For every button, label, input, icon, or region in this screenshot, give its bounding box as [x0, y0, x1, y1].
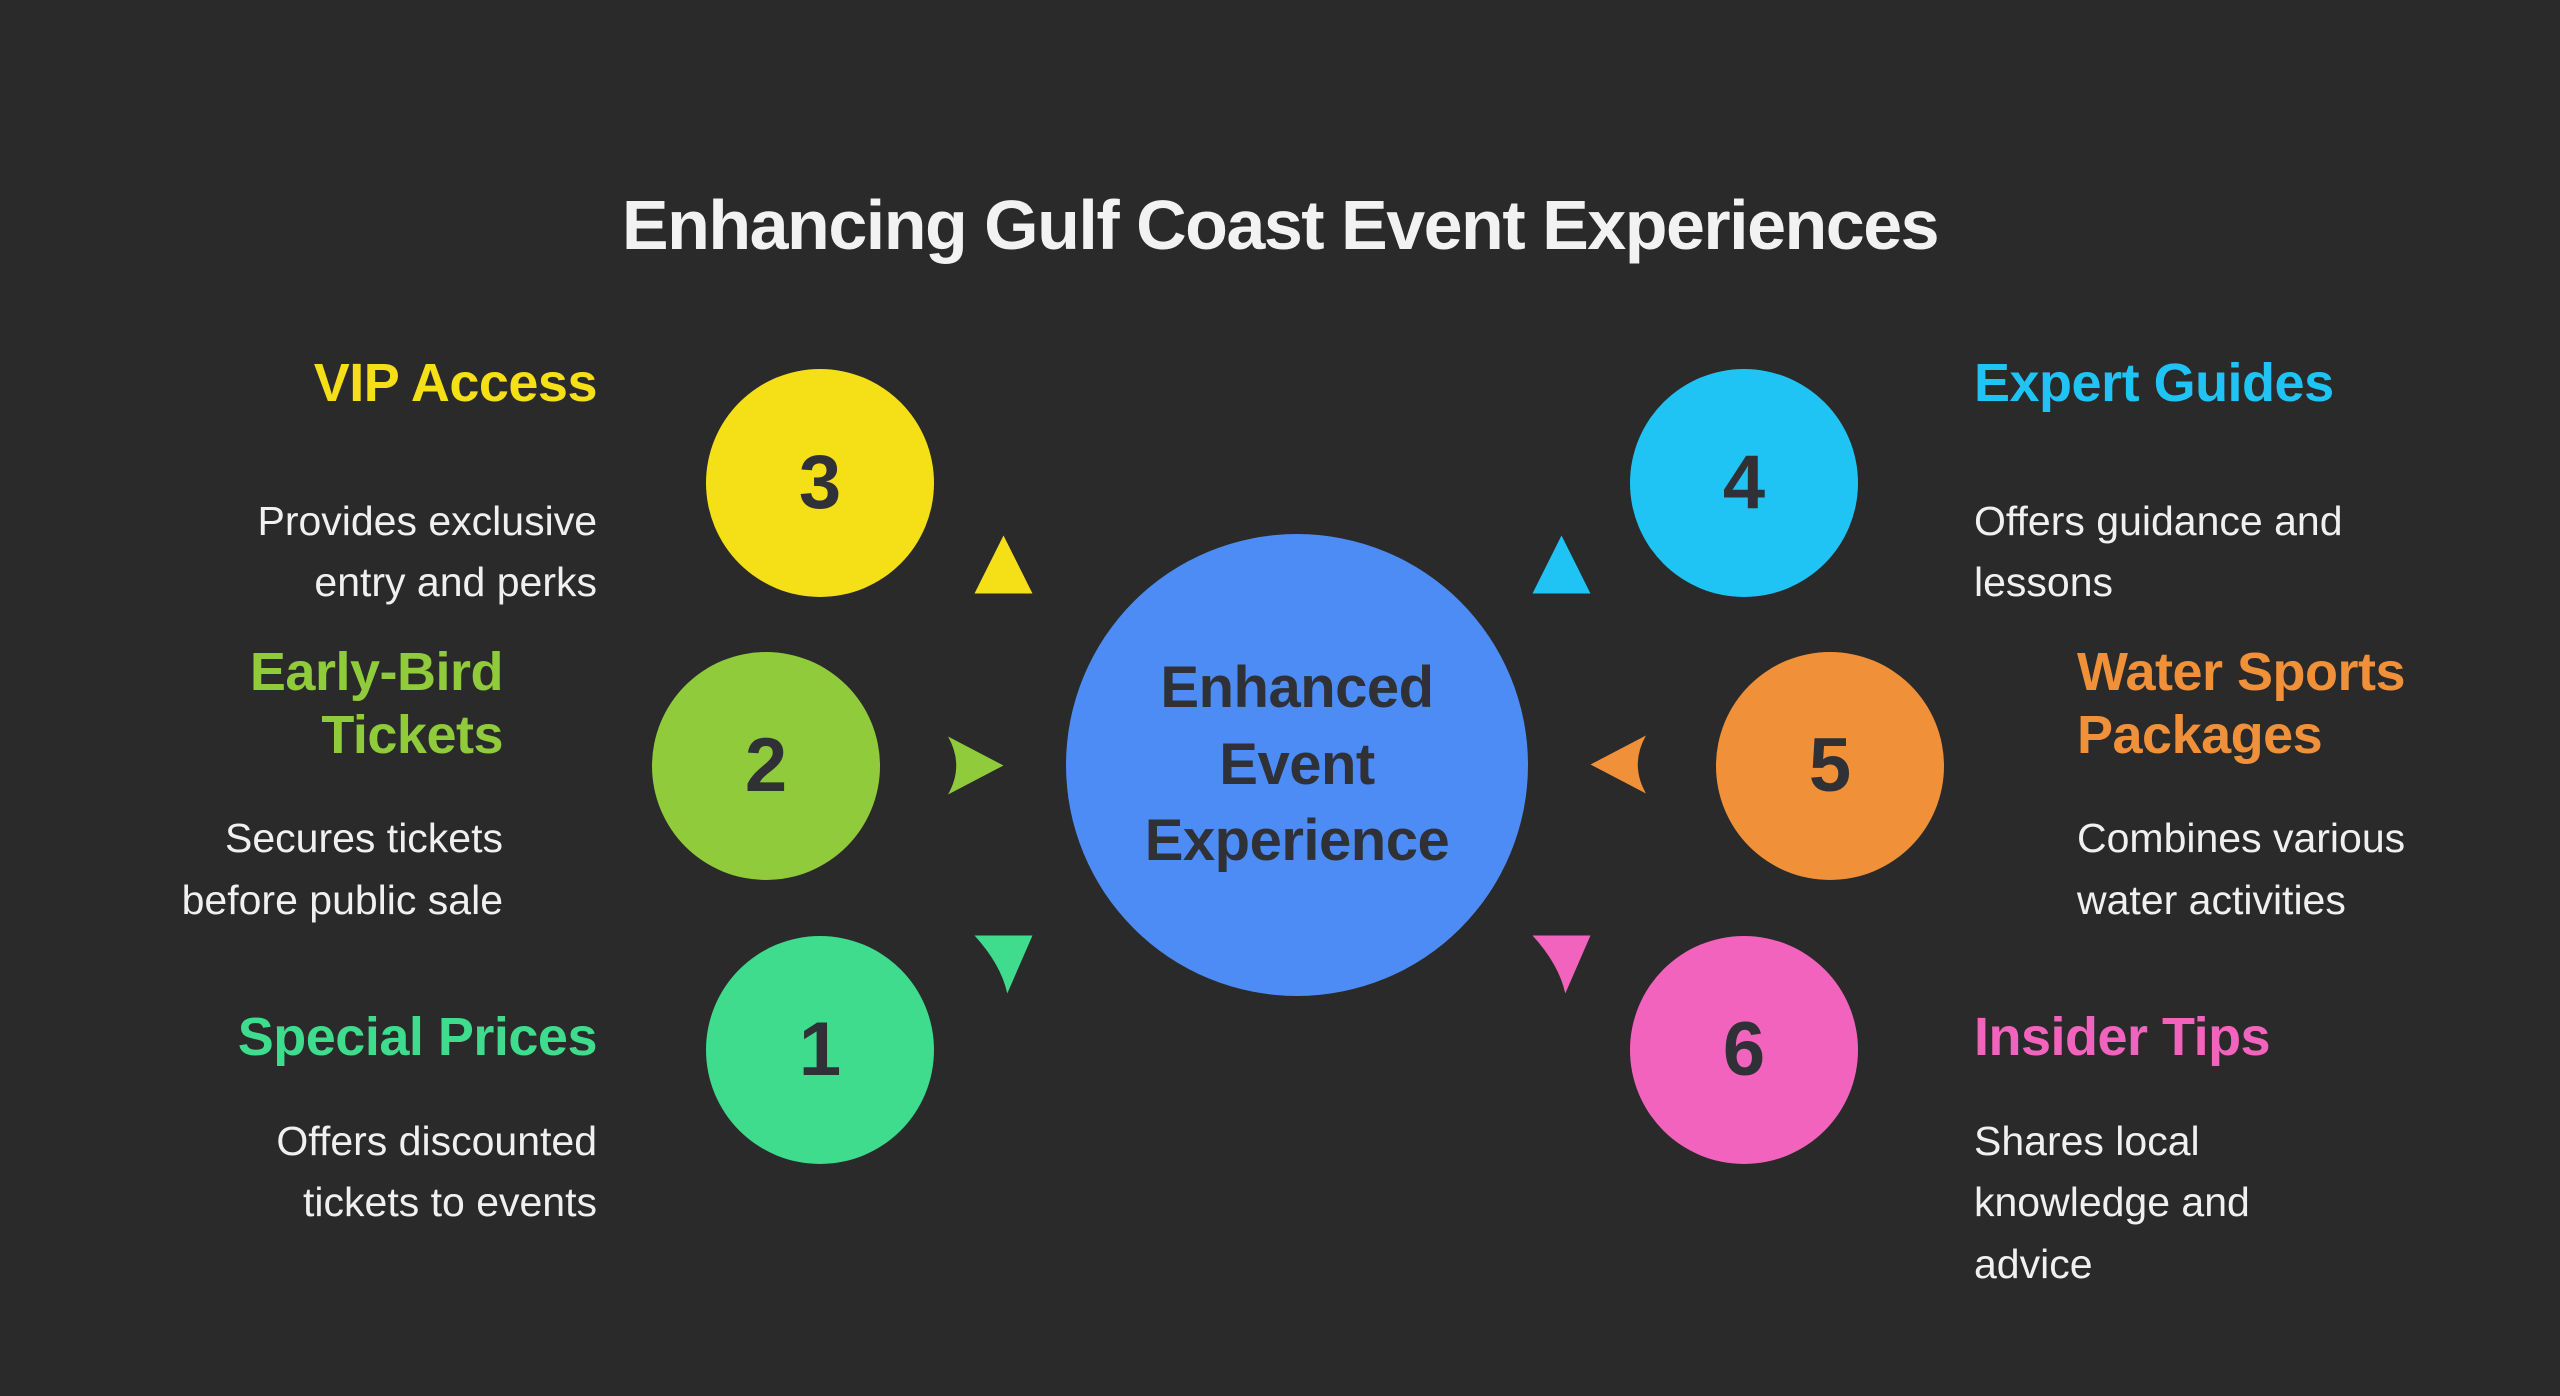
item-1-text-block: Special Prices Offers discounted tickets…	[77, 1006, 598, 1234]
item-5-number: 5	[1808, 723, 1852, 808]
item-1-number: 1	[798, 1007, 842, 1092]
item-3-description: Provides exclusive entry and perks	[257, 497, 597, 606]
item-3-arrow-up-icon	[974, 535, 1033, 594]
item-2-description: Secures tickets before public sale	[181, 815, 503, 923]
item-4-text-block: Expert Guides Offers guidance and lesson…	[1974, 352, 2494, 614]
item-6-heading: Insider Tips	[1974, 1007, 2271, 1067]
item-1-arrow-down-icon	[974, 935, 1033, 994]
item-2-text-block: Early-Bird Tickets Secures tickets befor…	[0, 641, 504, 931]
item-1-circle: 1	[706, 936, 934, 1164]
item-5-text-block: Water Sports Packages Combines various w…	[2077, 641, 2560, 931]
item-3-number: 3	[798, 440, 842, 525]
center-label: Enhanced Event Experience	[1144, 655, 1450, 874]
item-2-number: 2	[744, 723, 788, 808]
item-4-number: 4	[1722, 440, 1766, 525]
item-5-arrow-left-icon	[1590, 735, 1646, 794]
item-4-arrow-up-icon	[1532, 535, 1591, 594]
item-6-circle: 6	[1630, 936, 1858, 1164]
item-6-description: Shares local knowledge and advice	[1974, 1117, 2250, 1287]
item-5-description: Combines various water activities	[2077, 815, 2406, 923]
item-3-heading: VIP Access	[313, 353, 598, 413]
item-6-number: 6	[1722, 1007, 1766, 1092]
center-circle: Enhanced Event Experience	[1066, 534, 1528, 996]
item-5-heading: Water Sports Packages	[2077, 642, 2406, 765]
item-1-description: Offers discounted tickets to events	[276, 1117, 597, 1226]
page-title: Enhancing Gulf Coast Event Experiences	[621, 185, 1940, 264]
item-6-arrow-down-icon	[1532, 935, 1591, 994]
item-3-circle: 3	[706, 369, 934, 597]
item-6-text-block: Insider Tips Shares local knowledge and …	[1974, 1006, 2494, 1295]
item-2-heading: Early-Bird Tickets	[249, 642, 504, 765]
item-2-circle: 2	[652, 652, 880, 880]
item-4-heading: Expert Guides	[1974, 353, 2334, 413]
item-5-circle: 5	[1716, 652, 1944, 880]
item-2-arrow-right-icon	[948, 736, 1004, 795]
item-4-circle: 4	[1630, 369, 1858, 597]
item-3-text-block: VIP Access Provides exclusive entry and …	[77, 352, 597, 614]
item-4-description: Offers guidance and lessons	[1974, 497, 2343, 606]
item-1-heading: Special Prices	[237, 1007, 598, 1067]
